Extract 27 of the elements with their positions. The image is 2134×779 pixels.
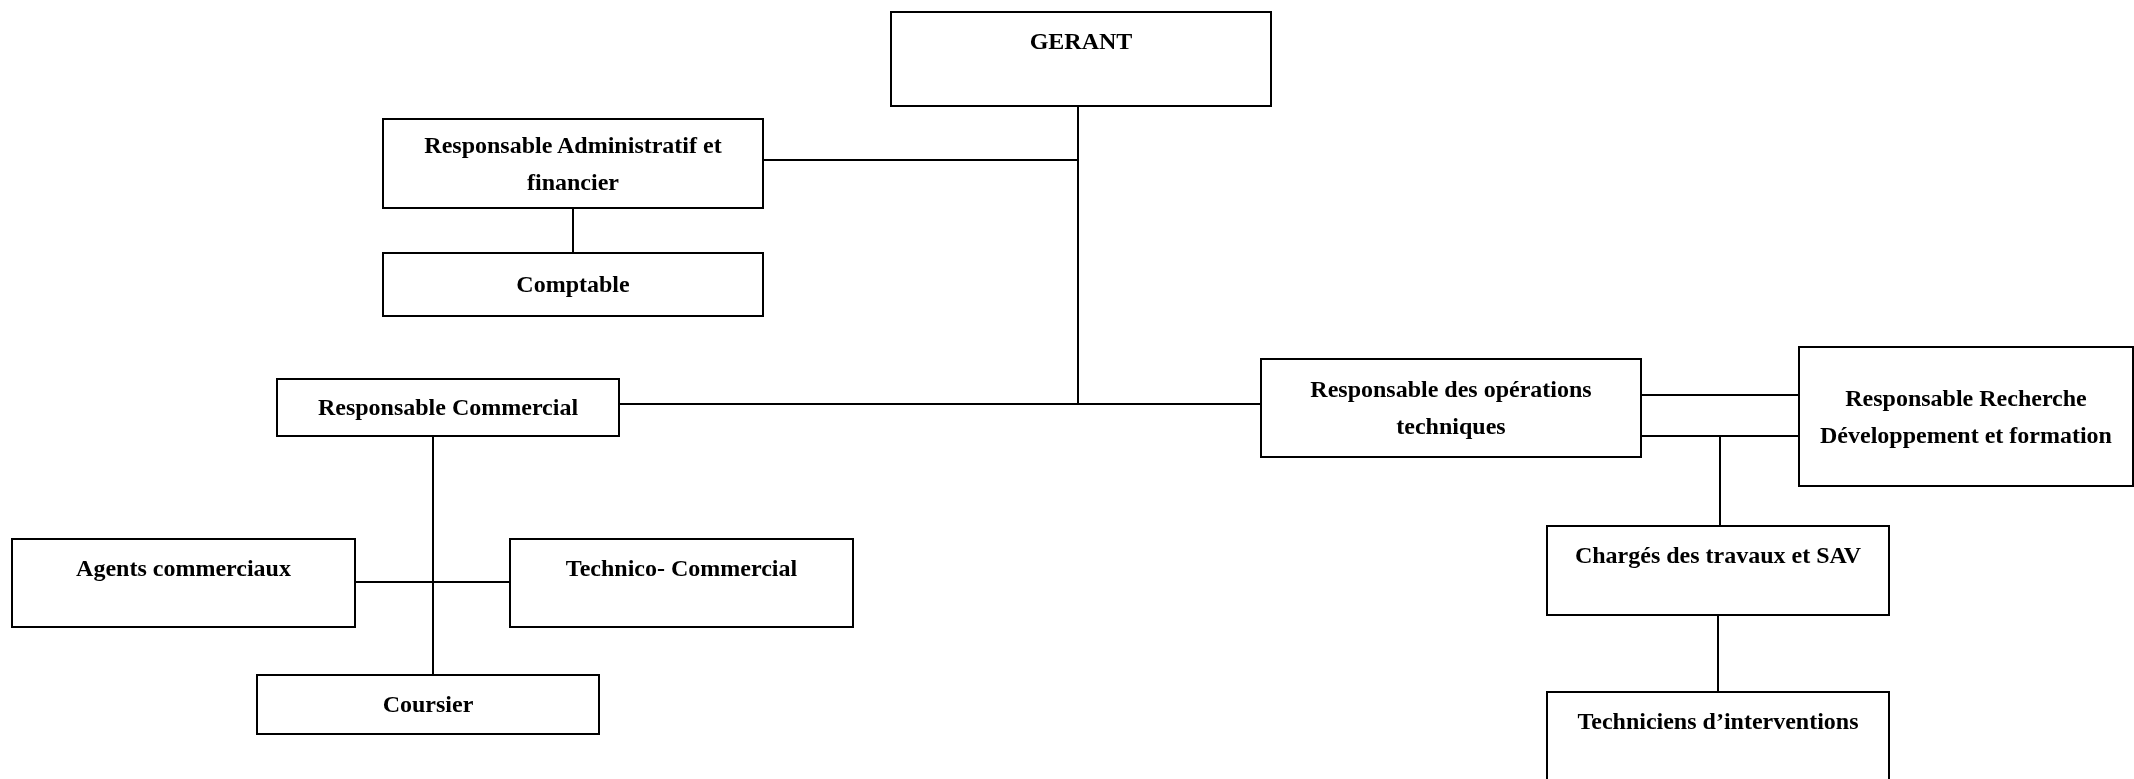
org-box <box>509 538 854 628</box>
org-box <box>1546 691 1890 779</box>
role-title: Technico- Commercial <box>565 554 798 583</box>
connector-line <box>1717 615 1719 692</box>
role-title: Chargés des travaux et SAV <box>1574 541 1862 570</box>
connector-line <box>432 436 434 675</box>
org-box <box>1546 525 1890 616</box>
connector-line <box>1719 435 1799 526</box>
role-title: Coursier <box>382 690 474 719</box>
role-title: Responsable Administratif et financier <box>423 130 723 197</box>
org-box <box>276 378 620 437</box>
connector-line <box>572 208 574 253</box>
role-title: Responsable Commercial <box>317 393 579 422</box>
org-box <box>890 11 1272 107</box>
org-box <box>382 118 764 209</box>
org-box <box>11 538 356 628</box>
role-title: Responsable Recherche Développement et formation <box>1819 383 2113 450</box>
role-title: Techniciens d’interventions <box>1577 707 1859 736</box>
org-box <box>1798 346 2134 487</box>
role-title: GERANT <box>1029 27 1133 56</box>
org-box <box>256 674 600 735</box>
org-box <box>382 252 764 317</box>
connector-line <box>1641 394 1799 396</box>
role-title: Agents commerciaux <box>76 554 291 583</box>
org-box <box>1260 358 1642 458</box>
role-title: Responsable des opérations techniques <box>1309 375 1593 441</box>
role-title: Comptable <box>516 270 630 299</box>
